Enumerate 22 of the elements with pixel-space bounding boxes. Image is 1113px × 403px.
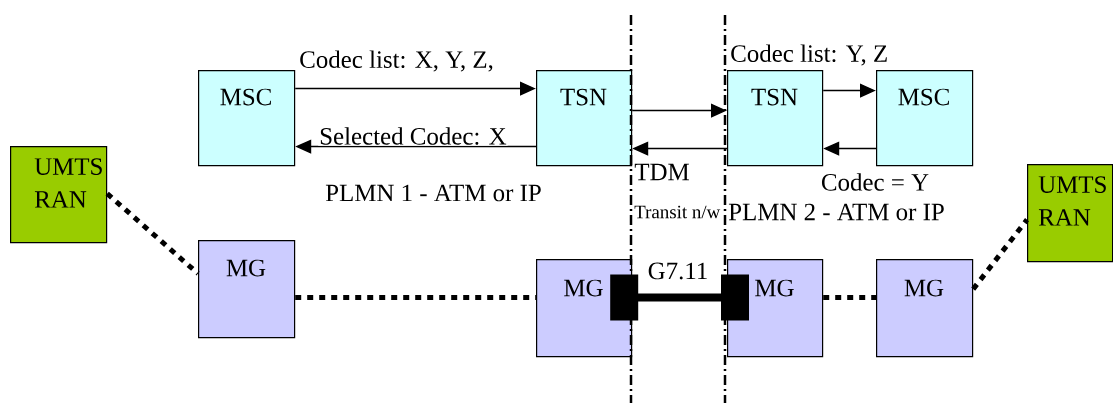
switch-box: TSN	[727, 70, 824, 167]
link-line	[295, 295, 536, 301]
edge-label: Selected Codec: X	[318, 126, 508, 146]
edge-label: Codec list: Y, Z	[729, 43, 890, 67]
region-label: PLMN 1 - ATM or IP	[325, 184, 541, 202]
region-label: Transit n/w	[634, 205, 721, 219]
edge-label: Codec list: X, Y, Z,	[298, 49, 495, 73]
switch-box: MSC	[876, 70, 974, 167]
radio-network-box: UMTS RAN	[10, 146, 108, 244]
link-line	[971, 218, 1029, 291]
gateway-box: MG	[876, 259, 974, 358]
edge-label: TDM	[633, 162, 691, 182]
edge-label: Codec = Y	[819, 172, 931, 192]
region-label: PLMN 2 - ATM or IP	[728, 203, 944, 221]
link-line	[823, 295, 876, 301]
link-line	[610, 274, 749, 321]
radio-network-box: UMTS RAN	[1027, 164, 1113, 263]
gateway-box: MG	[198, 240, 296, 339]
edge-label: G7.11	[646, 261, 710, 281]
link-line	[105, 191, 200, 276]
switch-box: TSN	[536, 70, 633, 167]
switch-box: MSC	[198, 70, 296, 167]
